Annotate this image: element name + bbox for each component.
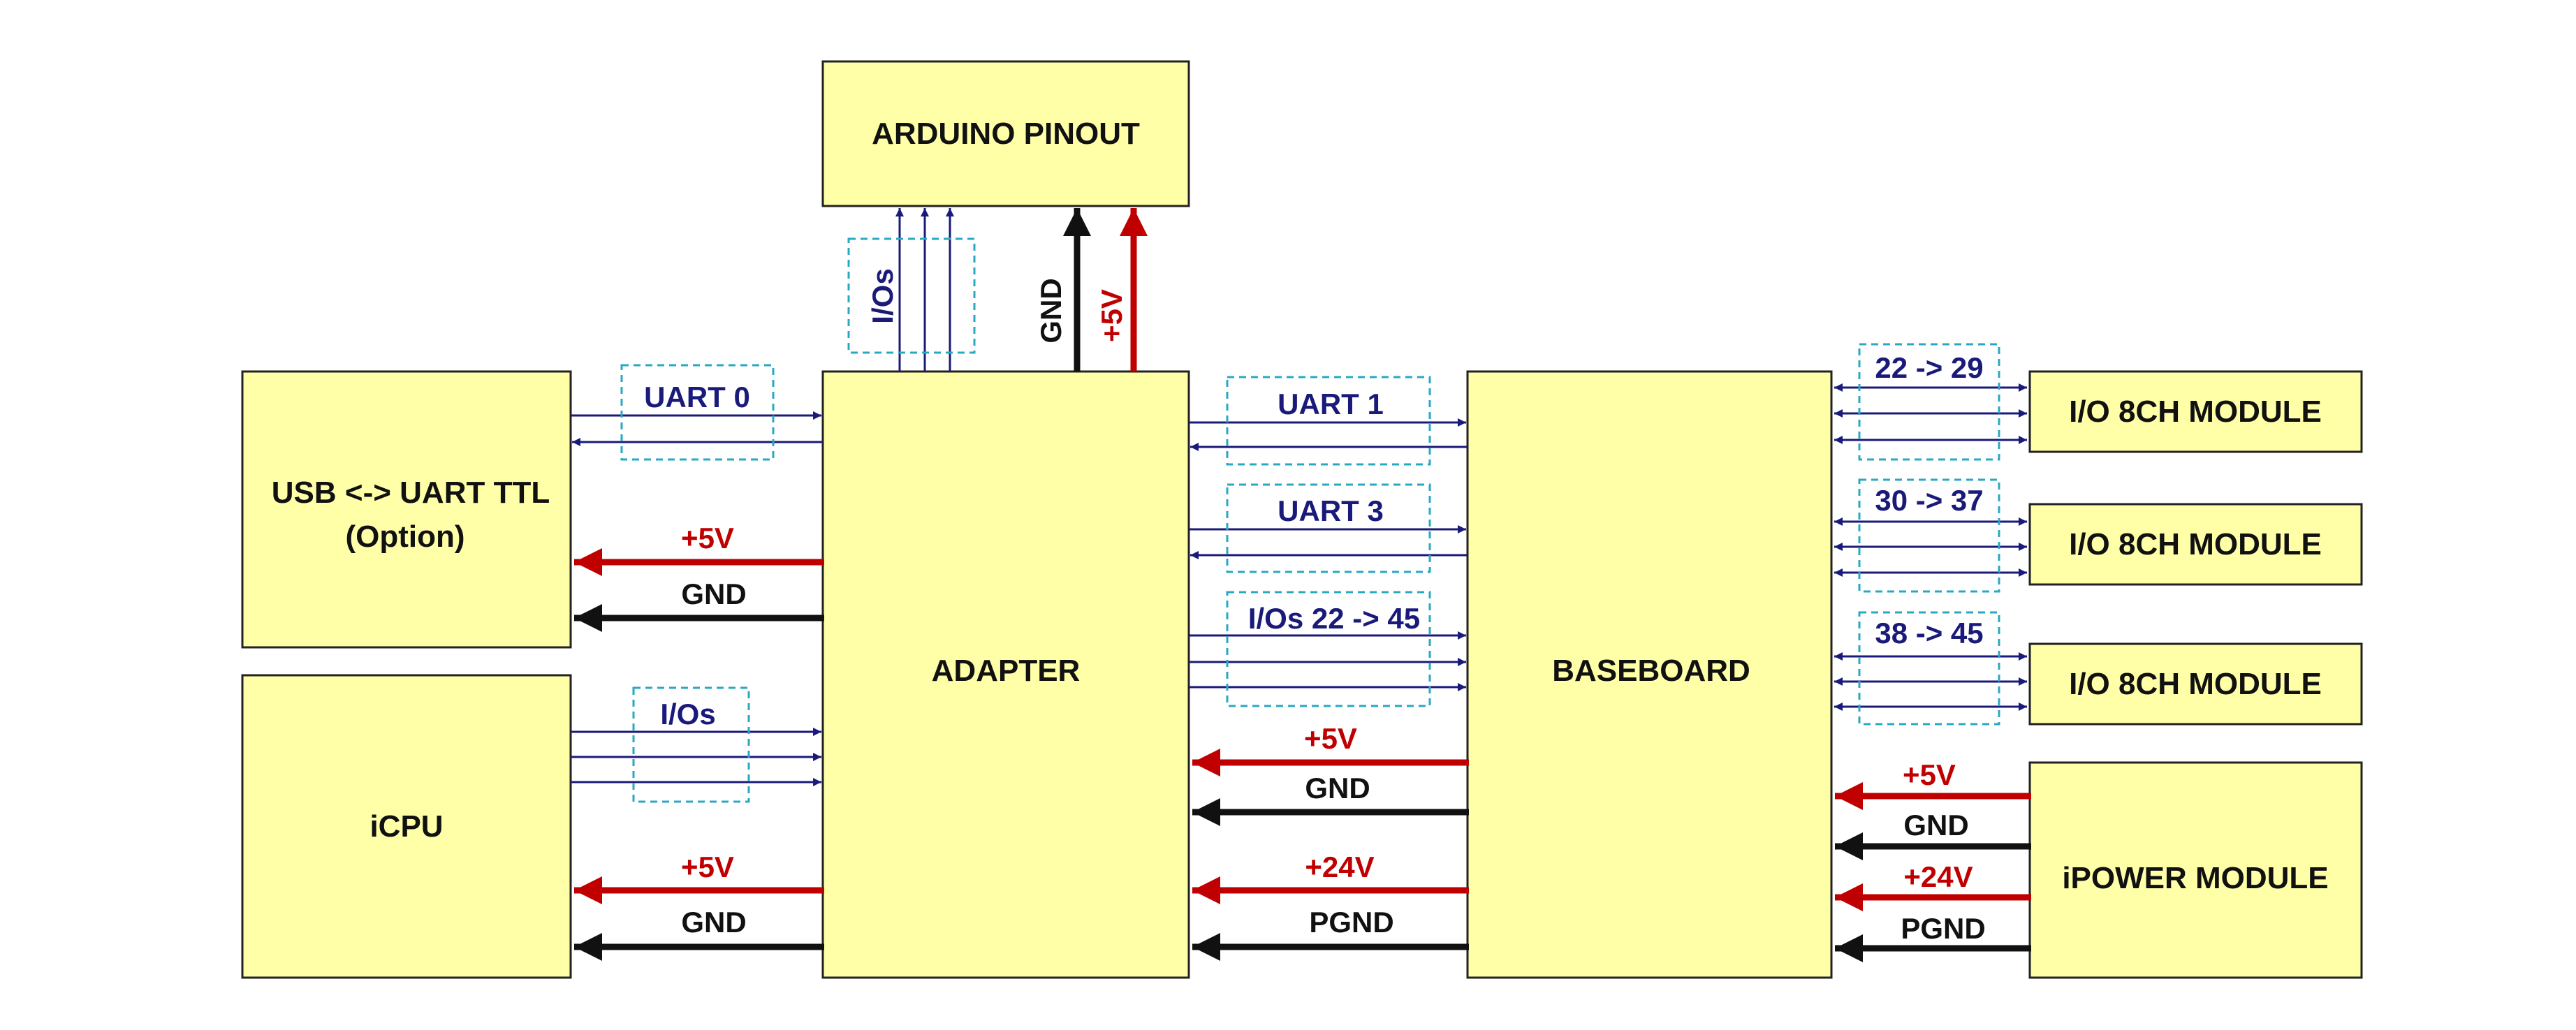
baseboard-power: +5V GND +24V PGND (1192, 722, 1469, 961)
io-range-22-29-box (1858, 343, 2000, 461)
uart3-link: UART 3 (1189, 483, 1468, 573)
arduino-ios-group-box (847, 237, 976, 354)
icpu-ios-label: I/Os (660, 698, 715, 730)
icpu-block: iCPU (241, 674, 572, 979)
adapter-arduino-ios: I/Os (847, 208, 976, 371)
io-range-30-37: 30 -> 37 (1834, 478, 2027, 593)
io-range-30-37-label: 30 -> 37 (1875, 484, 1983, 517)
io-module-2-block: I/O 8CH MODULE (2028, 503, 2363, 586)
io-range-38-45: 38 -> 45 (1834, 611, 2027, 726)
adapter-block: ADAPTER (821, 370, 1190, 979)
icpu-label: iCPU (369, 809, 443, 844)
arduino-ios-label: I/Os (866, 268, 899, 323)
io-module-3-block: I/O 8CH MODULE (2028, 642, 2363, 726)
io-range-38-45-box (1858, 611, 2000, 726)
base-gnd-label: GND (1305, 772, 1370, 804)
baseboard-label: BASEBOARD (1552, 654, 1750, 688)
usb-uart-option-label: (Option) (345, 520, 464, 554)
ipower-power: +5V GND +24V PGND (1835, 758, 2031, 962)
uart0-link: UART 0 (571, 364, 823, 461)
icpu-5v-label: +5V (681, 851, 734, 883)
io-module-1-label: I/O 8CH MODULE (2069, 395, 2322, 429)
usb-uart-label: USB <-> UART TTL (272, 476, 550, 510)
uart1-link: UART 1 (1189, 376, 1468, 466)
base-5v-label: +5V (1304, 722, 1357, 755)
io-range-38-45-label: 38 -> 45 (1875, 617, 1983, 649)
uart1-group-box (1226, 376, 1431, 466)
icpu-power: +5V GND (574, 851, 824, 961)
ipower-module-block: iPOWER MODULE (2028, 761, 2363, 979)
ios-22-45-link: I/Os 22 -> 45 (1189, 591, 1466, 707)
ipower-module-label: iPOWER MODULE (2062, 861, 2328, 895)
arduino-5v-label: +5V (1095, 289, 1128, 342)
pwr-gnd-label: GND (1903, 809, 1968, 841)
pwr-24v-label: +24V (1903, 860, 1973, 893)
icpu-ios-link: I/Os (571, 686, 821, 803)
io-range-22-29: 22 -> 29 (1834, 343, 2027, 461)
uart1-label: UART 1 (1278, 388, 1384, 420)
uart3-label: UART 3 (1278, 494, 1384, 527)
baseboard-block: BASEBOARD (1466, 370, 1833, 979)
icpu-gnd-label: GND (681, 906, 746, 939)
arduino-power: GND +5V (1034, 208, 1148, 371)
usb-gnd-label: GND (681, 577, 746, 610)
usb-5v-label: +5V (681, 522, 734, 554)
io-module-3-label: I/O 8CH MODULE (2069, 667, 2322, 701)
uart0-group-box (620, 364, 775, 461)
io-range-30-37-box (1858, 478, 2000, 593)
base-24v-label: +24V (1305, 851, 1374, 883)
ios-22-45-label: I/Os 22 -> 45 (1248, 602, 1420, 635)
icpu-ios-group-box (632, 686, 750, 803)
uart0-label: UART 0 (644, 381, 750, 413)
io-range-22-29-label: 22 -> 29 (1875, 351, 1983, 384)
io-module-1-block: I/O 8CH MODULE (2028, 370, 2363, 453)
arduino-pinout-block: ARDUINO PINOUT (821, 60, 1190, 207)
adapter-label: ADAPTER (932, 654, 1081, 688)
uart3-group-box (1226, 483, 1431, 573)
pwr-5v-label: +5V (1903, 758, 1956, 791)
ios-22-45-group-box (1226, 591, 1431, 707)
usb-uart-block: USB <-> UART TTL (Option) (241, 370, 572, 649)
io-module-2-label: I/O 8CH MODULE (2069, 527, 2322, 561)
usb-power: +5V GND (574, 522, 824, 632)
arduino-gnd-label: GND (1034, 278, 1067, 343)
pwr-pgnd-label: PGND (1901, 912, 1985, 945)
base-pgnd-label: PGND (1309, 906, 1393, 939)
arduino-pinout-label: ARDUINO PINOUT (872, 117, 1140, 151)
